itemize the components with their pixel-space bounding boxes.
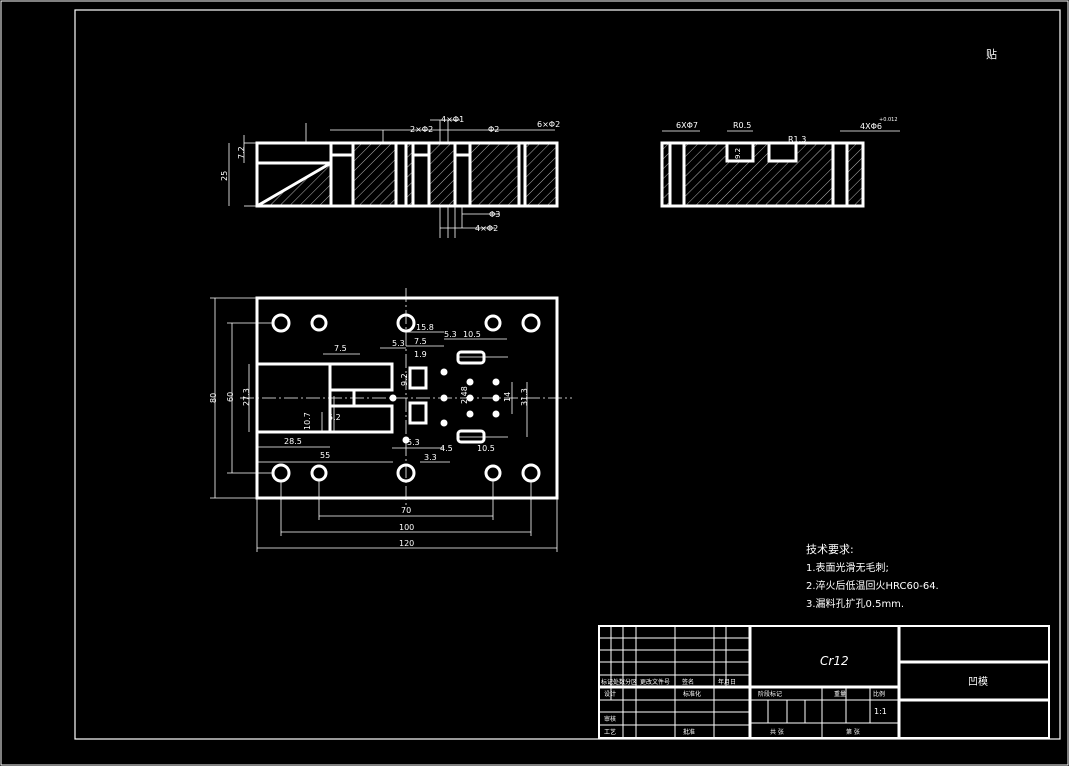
dim-10-5-a: 10.5 <box>463 330 481 339</box>
title-block: 标记 处数 分区 更改文件号 签名 年月日 设计 标准化 审核 工艺 批准 阶段… <box>598 625 1050 739</box>
dim-6x2: 6×Φ2 <box>537 120 560 129</box>
note-2: 2.淬火后低温回火HRC60-64. <box>806 579 939 592</box>
label-standard: 标准化 <box>683 690 701 698</box>
scale-value: 1:1 <box>874 707 887 716</box>
dim-4x6: 4XΦ6 <box>860 122 882 131</box>
dim-r13: R1.3 <box>788 135 806 144</box>
dim-9-2-side: 9.2 <box>734 148 742 159</box>
material: Cr12 <box>820 654 849 668</box>
dim-10-7: 10.7 <box>303 412 312 430</box>
label-sheet-no: 第 张 <box>846 728 860 736</box>
dim-4x2-bottom: 4×Φ2 <box>475 224 498 233</box>
notes-title: 技术要求: <box>806 543 854 556</box>
side-view: 6XΦ7 R0.5 R1.3 4XΦ6 +0.012 9.2 <box>660 117 900 208</box>
dim-70: 70 <box>401 506 411 515</box>
dim-100: 100 <box>399 523 414 532</box>
dim-7-5-b: 7.5 <box>414 337 427 346</box>
label-sign: 签名 <box>682 678 694 686</box>
part-name: 凹模 <box>968 676 988 688</box>
label-reviewer: 审核 <box>604 715 616 723</box>
technical-notes: 技术要求: 1.表面光滑无毛刺; 2.淬火后低温回火HRC60-64. 3.漏料… <box>806 543 939 610</box>
label-zone: 分区 <box>625 678 637 686</box>
label-change-doc: 更改文件号 <box>640 678 670 686</box>
dim-27-3: 27.3 <box>242 388 251 406</box>
dim-5-3-a: 5.3 <box>392 339 405 348</box>
dim-5-2: 5.2 <box>328 413 341 422</box>
label-date: 年月日 <box>718 678 736 686</box>
dim-r05: R0.5 <box>733 121 751 130</box>
label-designer: 设计 <box>604 690 616 698</box>
dim-4-5: 4.5 <box>440 444 453 453</box>
dim-phi2: Φ2 <box>488 125 499 134</box>
label-count: 处数 <box>613 678 625 686</box>
dim-2-48: 2.48 <box>460 386 469 404</box>
label-process: 工艺 <box>604 728 616 736</box>
dim-2x2: 2×Φ2 <box>410 125 433 134</box>
note-3: 3.漏料孔扩孔0.5mm. <box>806 597 904 610</box>
dim-5-3-c: 5.3 <box>407 438 420 447</box>
dim-phi3: Φ3 <box>489 210 500 219</box>
dim-5-3-b: 5.3 <box>444 330 457 339</box>
dim-14: 14 <box>503 392 512 402</box>
plan-view: 80 60 27.3 10.7 5.2 28.5 55 7.5 5.3 15.8… <box>209 288 572 552</box>
inner-frame <box>74 9 1061 740</box>
label-approve: 批准 <box>683 728 695 736</box>
label-stage: 阶段标记 <box>758 690 782 698</box>
dim-10-5-b: 10.5 <box>477 444 495 453</box>
dim-25: 25 <box>220 171 229 181</box>
dim-31-3: 31.3 <box>520 388 529 406</box>
dim-60: 60 <box>226 392 235 402</box>
label-sheets: 共 张 <box>770 728 784 736</box>
dim-55: 55 <box>320 451 330 460</box>
note-1: 1.表面光滑无毛刺; <box>806 561 889 574</box>
dim-tol: +0.012 <box>879 117 898 123</box>
dim-15-8: 15.8 <box>416 323 434 332</box>
label-scale: 比例 <box>873 690 885 698</box>
front-view: 25 7.2 2×Φ2 4×Φ1 Φ2 6×Φ2 Φ3 4×Φ2 <box>220 115 560 238</box>
dim-3-3: 3.3 <box>424 453 437 462</box>
label-mark: 标记 <box>601 678 613 686</box>
dim-1-9: 1.9 <box>414 350 427 359</box>
corner-mark: 贴 <box>986 47 997 61</box>
dim-120: 120 <box>399 539 414 548</box>
dim-80: 80 <box>209 393 218 403</box>
label-weight: 重量 <box>834 690 846 698</box>
dim-4x1: 4×Φ1 <box>441 115 464 124</box>
dim-9-2: 9.2 <box>400 373 409 386</box>
dim-7-5-a: 7.5 <box>334 344 347 353</box>
dim-7-2: 7.2 <box>237 146 246 159</box>
dim-28-5: 28.5 <box>284 437 302 446</box>
dim-6x7: 6XΦ7 <box>676 121 698 130</box>
